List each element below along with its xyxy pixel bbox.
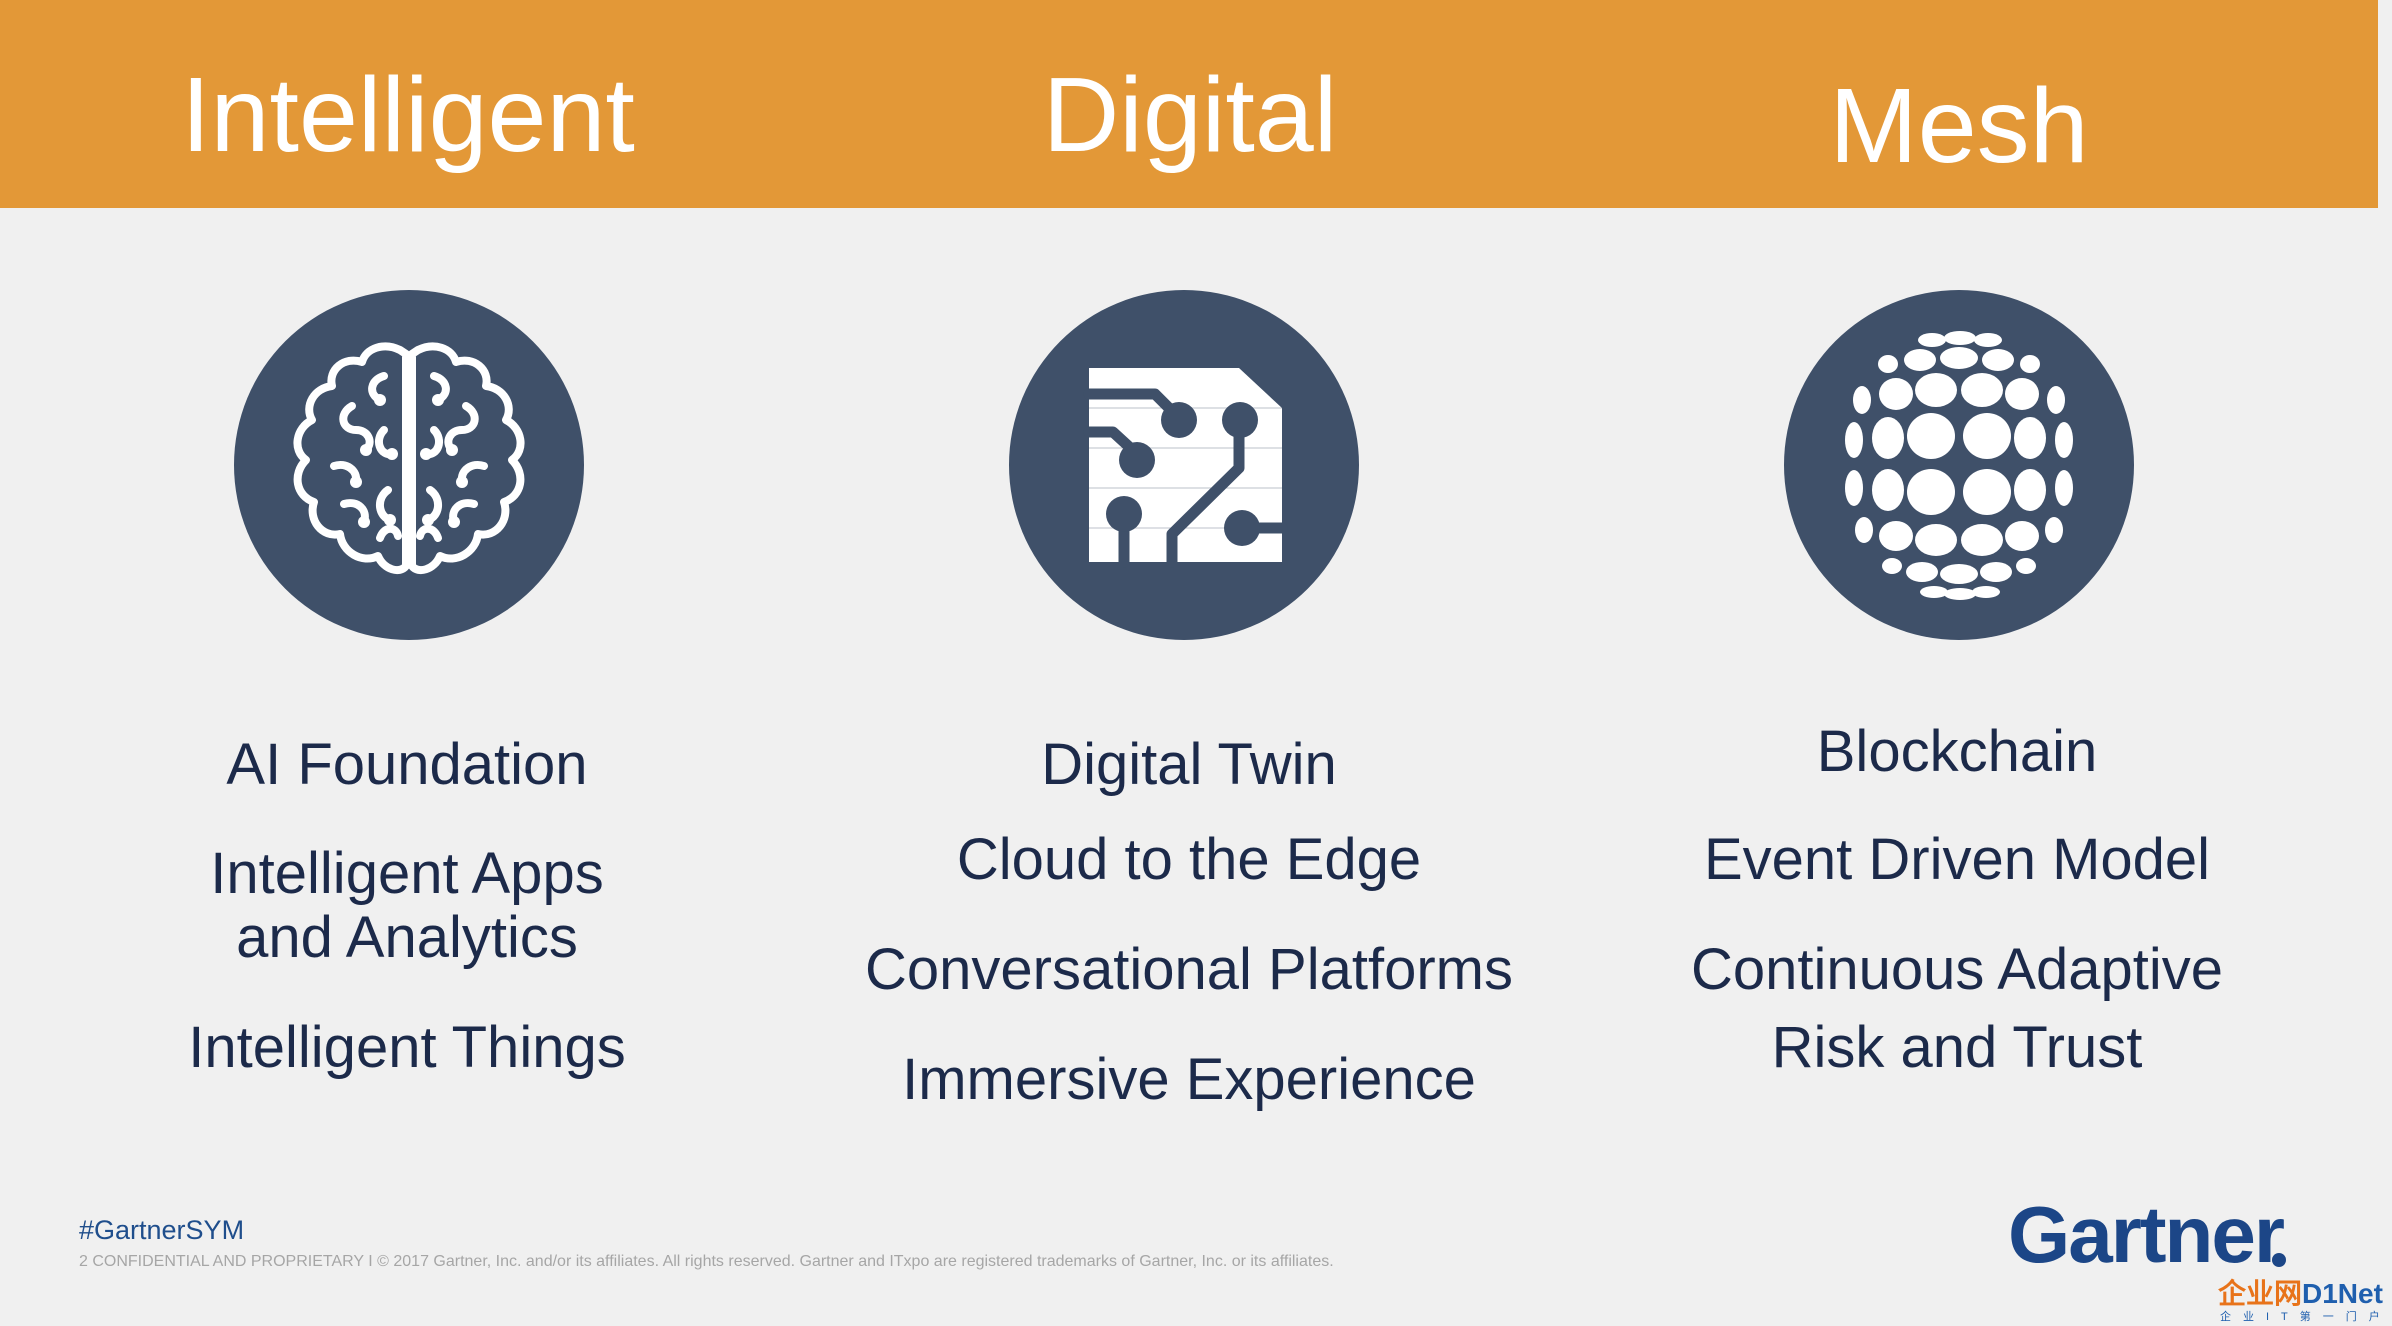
watermark-subtitle: 企业IT第一门户 [2220, 1311, 2392, 1323]
brain-icon-graphic [293, 342, 525, 575]
circuit-chip-icon-graphic [1083, 368, 1288, 568]
sphere-mesh-icon [1784, 290, 2134, 640]
column-title-mesh: Mesh [1829, 67, 2089, 185]
list-item-event-driven-model: Event Driven Model [1703, 827, 2211, 892]
list-item-immersive-experience: Immersive Experience [902, 1047, 1476, 1112]
watermark-en: D1Net [2302, 1278, 2383, 1309]
list-item-risk-and-trust: Risk and Trust [1771, 1015, 2143, 1080]
header-bar: Intelligent Digital Mesh [0, 0, 2378, 208]
column-title-intelligent: Intelligent [181, 56, 635, 174]
watermark-logo: 企业网D1Net [2218, 1280, 2383, 1308]
brain-icon [234, 290, 584, 640]
column-title-digital: Digital [1042, 56, 1338, 174]
hashtag-text: #GartnerSYM [79, 1215, 245, 1245]
gartner-logo: Gartner [2008, 1190, 2285, 1279]
list-item-ai-foundation: AI Foundation [226, 732, 588, 797]
list-item-intelligent-apps: Intelligent Apps [210, 841, 604, 906]
list-item-and-analytics: and Analytics [236, 905, 578, 970]
list-item-blockchain: Blockchain [1816, 719, 2098, 784]
circuit-chip-icon [1009, 290, 1359, 640]
list-item-conversational-platforms: Conversational Platforms [865, 937, 1513, 1002]
list-item-digital-twin: Digital Twin [1041, 732, 1337, 797]
watermark-cn: 企业网 [2218, 1278, 2303, 1309]
list-item-continuous-adaptive: Continuous Adaptive [1690, 937, 2224, 1002]
registered-mark-icon [2272, 1253, 2286, 1267]
list-item-intelligent-things: Intelligent Things [188, 1015, 626, 1080]
list-item-cloud-to-the-edge: Cloud to the Edge [956, 827, 1422, 892]
copyright-note: 2 CONFIDENTIAL AND PROPRIETARY I © 2017 … [79, 1253, 1334, 1270]
sphere-mesh-icon-graphic [1845, 331, 2073, 600]
